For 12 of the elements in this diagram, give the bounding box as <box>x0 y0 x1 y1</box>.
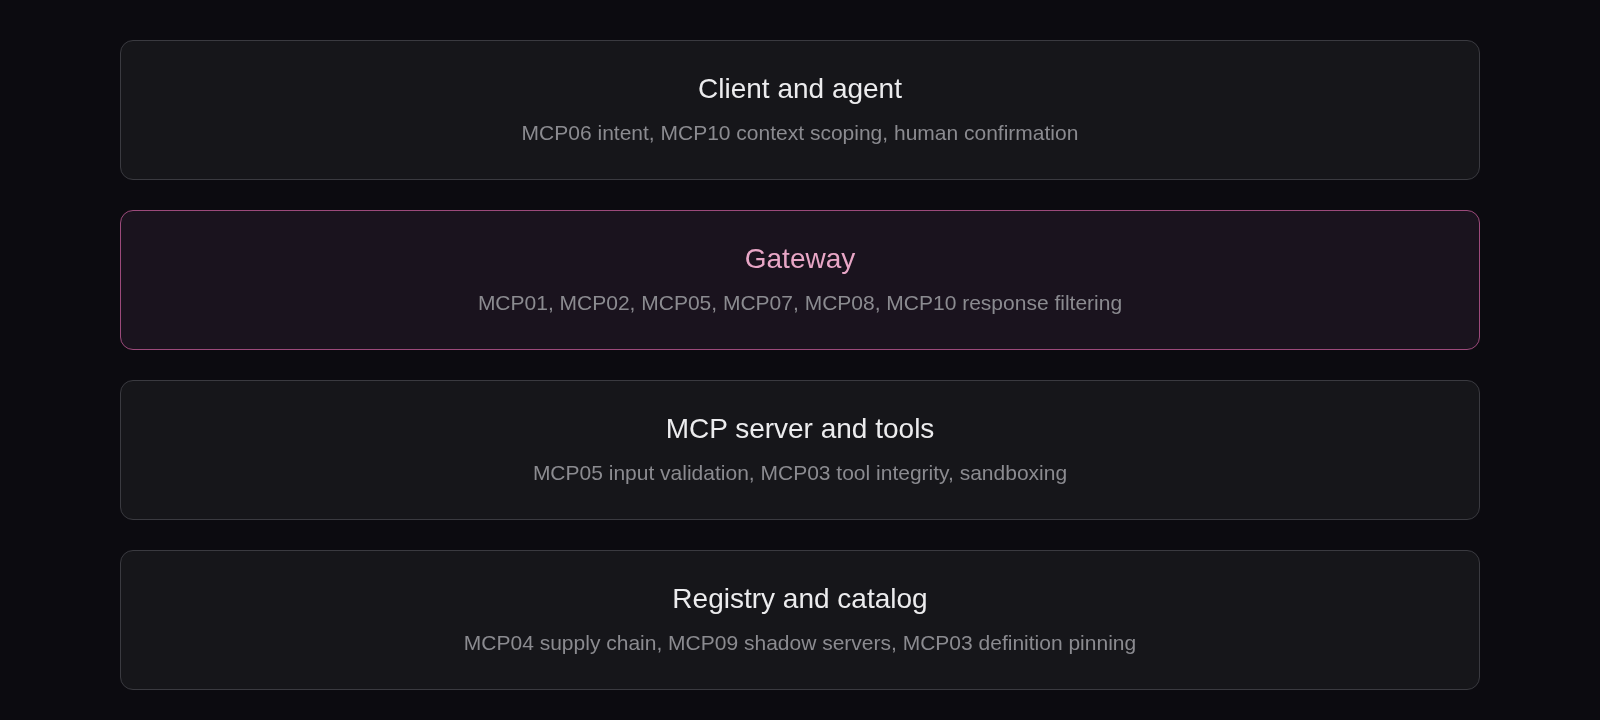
layer-panel <box>120 380 1480 520</box>
layer-description: MCP04 supply chain, MCP09 shadow servers, MCP03 definition pinning <box>463 630 1137 656</box>
layer-description: MCP05 input validation, MCP03 tool integrity, sandboxing <box>532 460 1068 486</box>
layer-title: Gateway <box>744 243 856 275</box>
layer-title: MCP server and tools <box>665 413 935 445</box>
layer-title: Registry and catalog <box>672 583 928 615</box>
layer-title: Client and agent <box>698 73 902 105</box>
layer-panel <box>120 40 1480 180</box>
layer-description: MCP01, MCP02, MCP05, MCP07, MCP08, MCP10 response filtering <box>477 290 1123 316</box>
layer-description: MCP06 intent, MCP10 context scoping, human confirmation <box>521 120 1079 146</box>
layer-panel <box>120 550 1480 690</box>
highlighted-layer-panel <box>120 210 1480 350</box>
